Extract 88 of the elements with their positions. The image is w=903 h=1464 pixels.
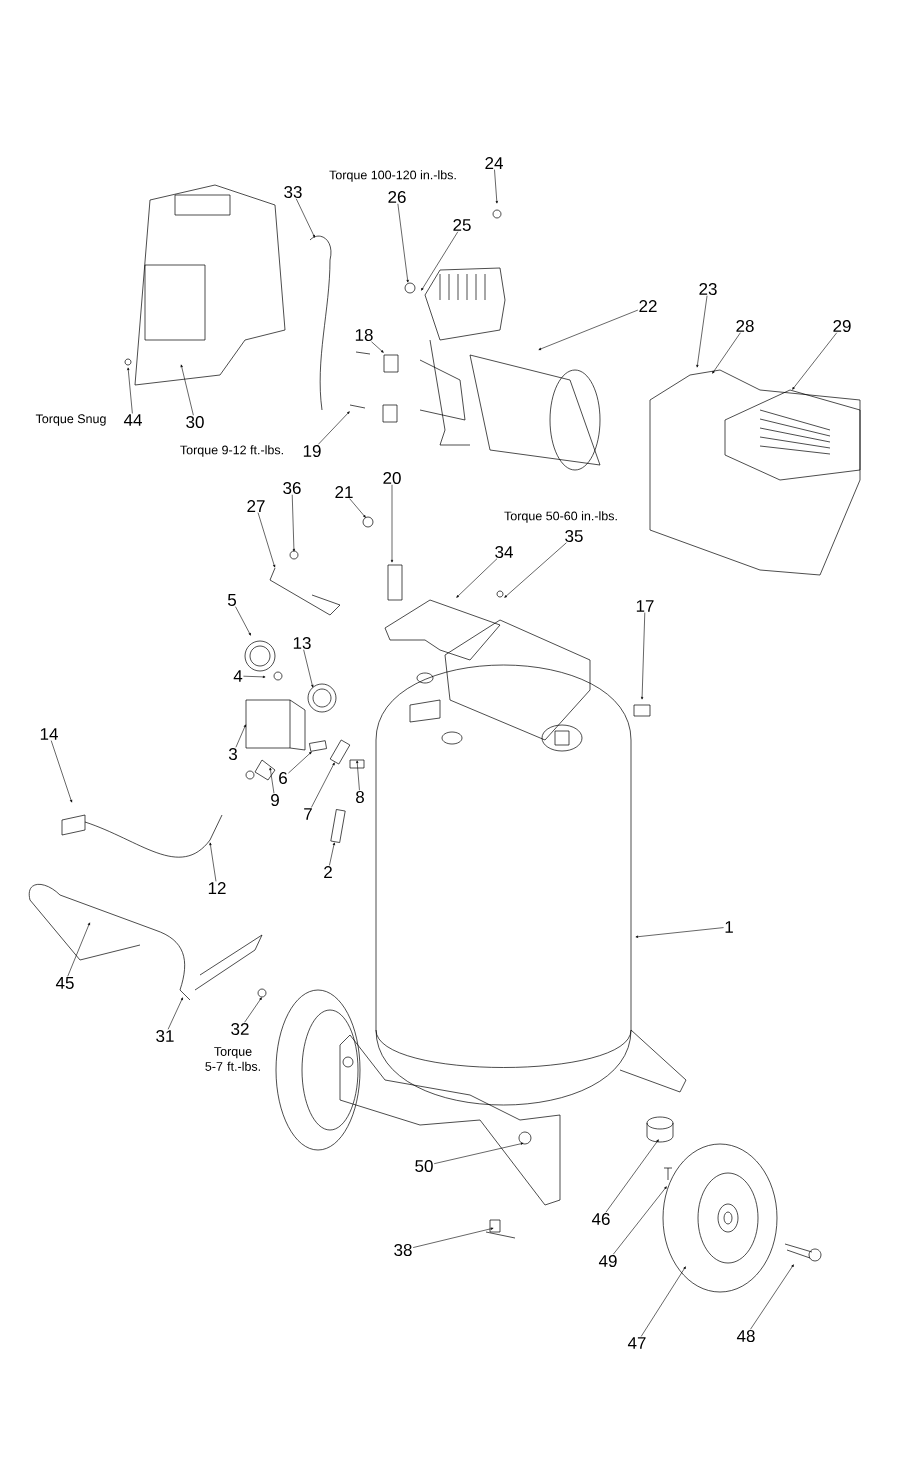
callout-number: 36 [283, 482, 301, 495]
callout-number: 26 [388, 191, 406, 204]
leader-line [303, 649, 314, 688]
callout-number: 31 [156, 1030, 174, 1043]
leader-line [613, 1186, 667, 1255]
leader-line [494, 169, 498, 204]
torque-note: Torque 50-60 in.-lbs. [504, 511, 617, 523]
leader-line [421, 231, 459, 291]
callout-number: 20 [383, 472, 401, 485]
torque-note: Torque Snug [35, 414, 106, 426]
callout-number: 1 [725, 921, 733, 933]
callout-number: 30 [186, 416, 204, 429]
leader-line [641, 612, 646, 700]
callout-number: 7 [304, 808, 312, 820]
leader-line [235, 606, 251, 636]
leader-line [635, 927, 724, 938]
leader-line [257, 512, 276, 568]
callout-number: 21 [335, 486, 353, 498]
callout-number: 24 [485, 157, 503, 169]
callout-number: 45 [55, 977, 74, 989]
leader-line [712, 332, 741, 374]
leader-line [167, 997, 183, 1030]
torque-note: Torque 5-7 ft.-lbs. [205, 1047, 260, 1071]
callout-number: 35 [565, 530, 583, 543]
callout-number: 14 [40, 728, 58, 740]
callout-number: 17 [636, 600, 654, 612]
callout-number: 50 [415, 1160, 433, 1173]
leader-line [696, 295, 708, 368]
callout-number: 27 [247, 500, 265, 512]
callout-number: 38 [394, 1244, 412, 1257]
leader-line [433, 1142, 524, 1164]
callout-number: 8 [356, 791, 364, 804]
leader-line [397, 203, 409, 283]
callout-number: 28 [736, 320, 754, 333]
leader-line [244, 997, 262, 1023]
callout-number: 23 [699, 283, 717, 296]
leader-line [605, 1139, 659, 1213]
torque-note: Torque 9-12 ft.-lbs. [180, 445, 283, 457]
leader-line [504, 542, 567, 598]
leader-line [329, 842, 335, 866]
leader-line [356, 760, 360, 791]
leader-line [311, 762, 335, 808]
callout-number: 13 [293, 637, 311, 650]
leader-line [318, 411, 350, 445]
callout-number: 44 [123, 414, 142, 426]
leader-line [390, 484, 394, 563]
leader-line [50, 740, 73, 803]
leader-line [288, 751, 312, 774]
leader-line [67, 922, 90, 977]
callout-number: 6 [279, 772, 287, 785]
callout-number: 4 [233, 670, 243, 682]
callout-number: 47 [627, 1337, 646, 1349]
fitting-drawing [329, 739, 351, 765]
fitting-drawing [309, 740, 327, 752]
callout-number: 19 [303, 445, 321, 458]
leader-line [349, 498, 366, 518]
leader-line [456, 558, 498, 598]
callout-number: 12 [208, 882, 226, 894]
callout-number: 3 [228, 748, 237, 761]
fitting-drawing [330, 809, 346, 843]
leader-line [412, 1227, 494, 1248]
leader-line [180, 364, 194, 416]
callout-number: 25 [453, 219, 471, 232]
callout-number: 32 [231, 1023, 249, 1036]
leader-line [538, 309, 639, 350]
leader-line [640, 1266, 686, 1337]
callout-number: 9 [271, 794, 279, 807]
leader-line [235, 724, 246, 748]
leader-line [295, 198, 315, 238]
leader-line [243, 675, 266, 678]
callout-number: 2 [324, 866, 332, 878]
leader-line [291, 494, 296, 552]
leader-line [792, 332, 838, 390]
callout-number: 22 [639, 300, 657, 312]
callout-number: 34 [495, 546, 513, 559]
torque-note: Torque 100-120 in.-lbs. [329, 170, 456, 182]
callout-number: 49 [598, 1255, 617, 1268]
leader-line [269, 767, 275, 794]
callout-number: 48 [736, 1330, 755, 1343]
callout-number: 18 [355, 329, 373, 342]
leader-line [209, 842, 217, 882]
leader-line [750, 1264, 794, 1330]
callout-number: 46 [591, 1213, 610, 1226]
leader-line [371, 341, 384, 353]
callout-number: 29 [833, 320, 851, 333]
leader-line [127, 367, 133, 414]
callout-number: 5 [227, 594, 236, 606]
callout-number: 33 [284, 186, 302, 199]
